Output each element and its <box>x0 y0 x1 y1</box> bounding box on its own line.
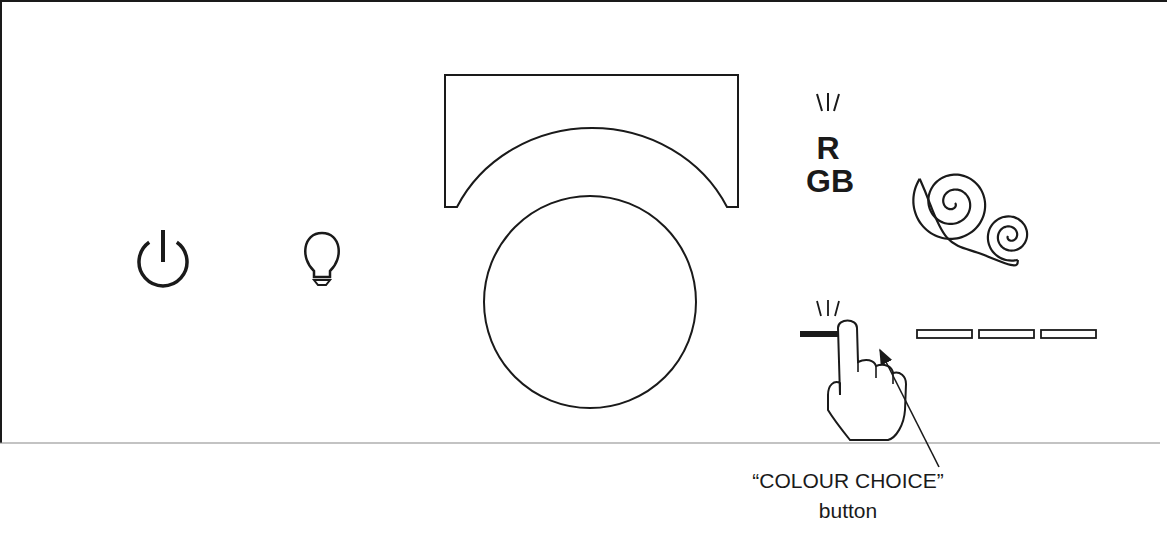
indicator-bar <box>917 330 972 338</box>
rgb-symbol: R <box>806 132 850 164</box>
leader-arrow <box>880 350 939 467</box>
knob-housing <box>445 75 738 207</box>
indicator-bar <box>979 330 1034 338</box>
glow-rays <box>817 93 839 111</box>
panel-edge <box>0 442 1160 443</box>
swirl-symbol <box>988 216 1027 260</box>
pointing-hand <box>828 321 906 441</box>
swirl-symbol <box>920 179 1018 266</box>
swirl-symbol <box>913 175 1027 266</box>
indicator-bar <box>1041 330 1096 338</box>
panel-border <box>1 1 1167 443</box>
swirl-symbol <box>913 175 985 239</box>
light-symbol <box>305 233 338 277</box>
glow-rays <box>817 300 839 316</box>
rgb-symbol: GB <box>806 165 850 197</box>
light-symbol <box>314 280 330 285</box>
rotary-knob <box>484 196 696 408</box>
callout-label: “COLOUR CHOICE” button <box>748 466 948 527</box>
power-symbol <box>161 230 165 262</box>
